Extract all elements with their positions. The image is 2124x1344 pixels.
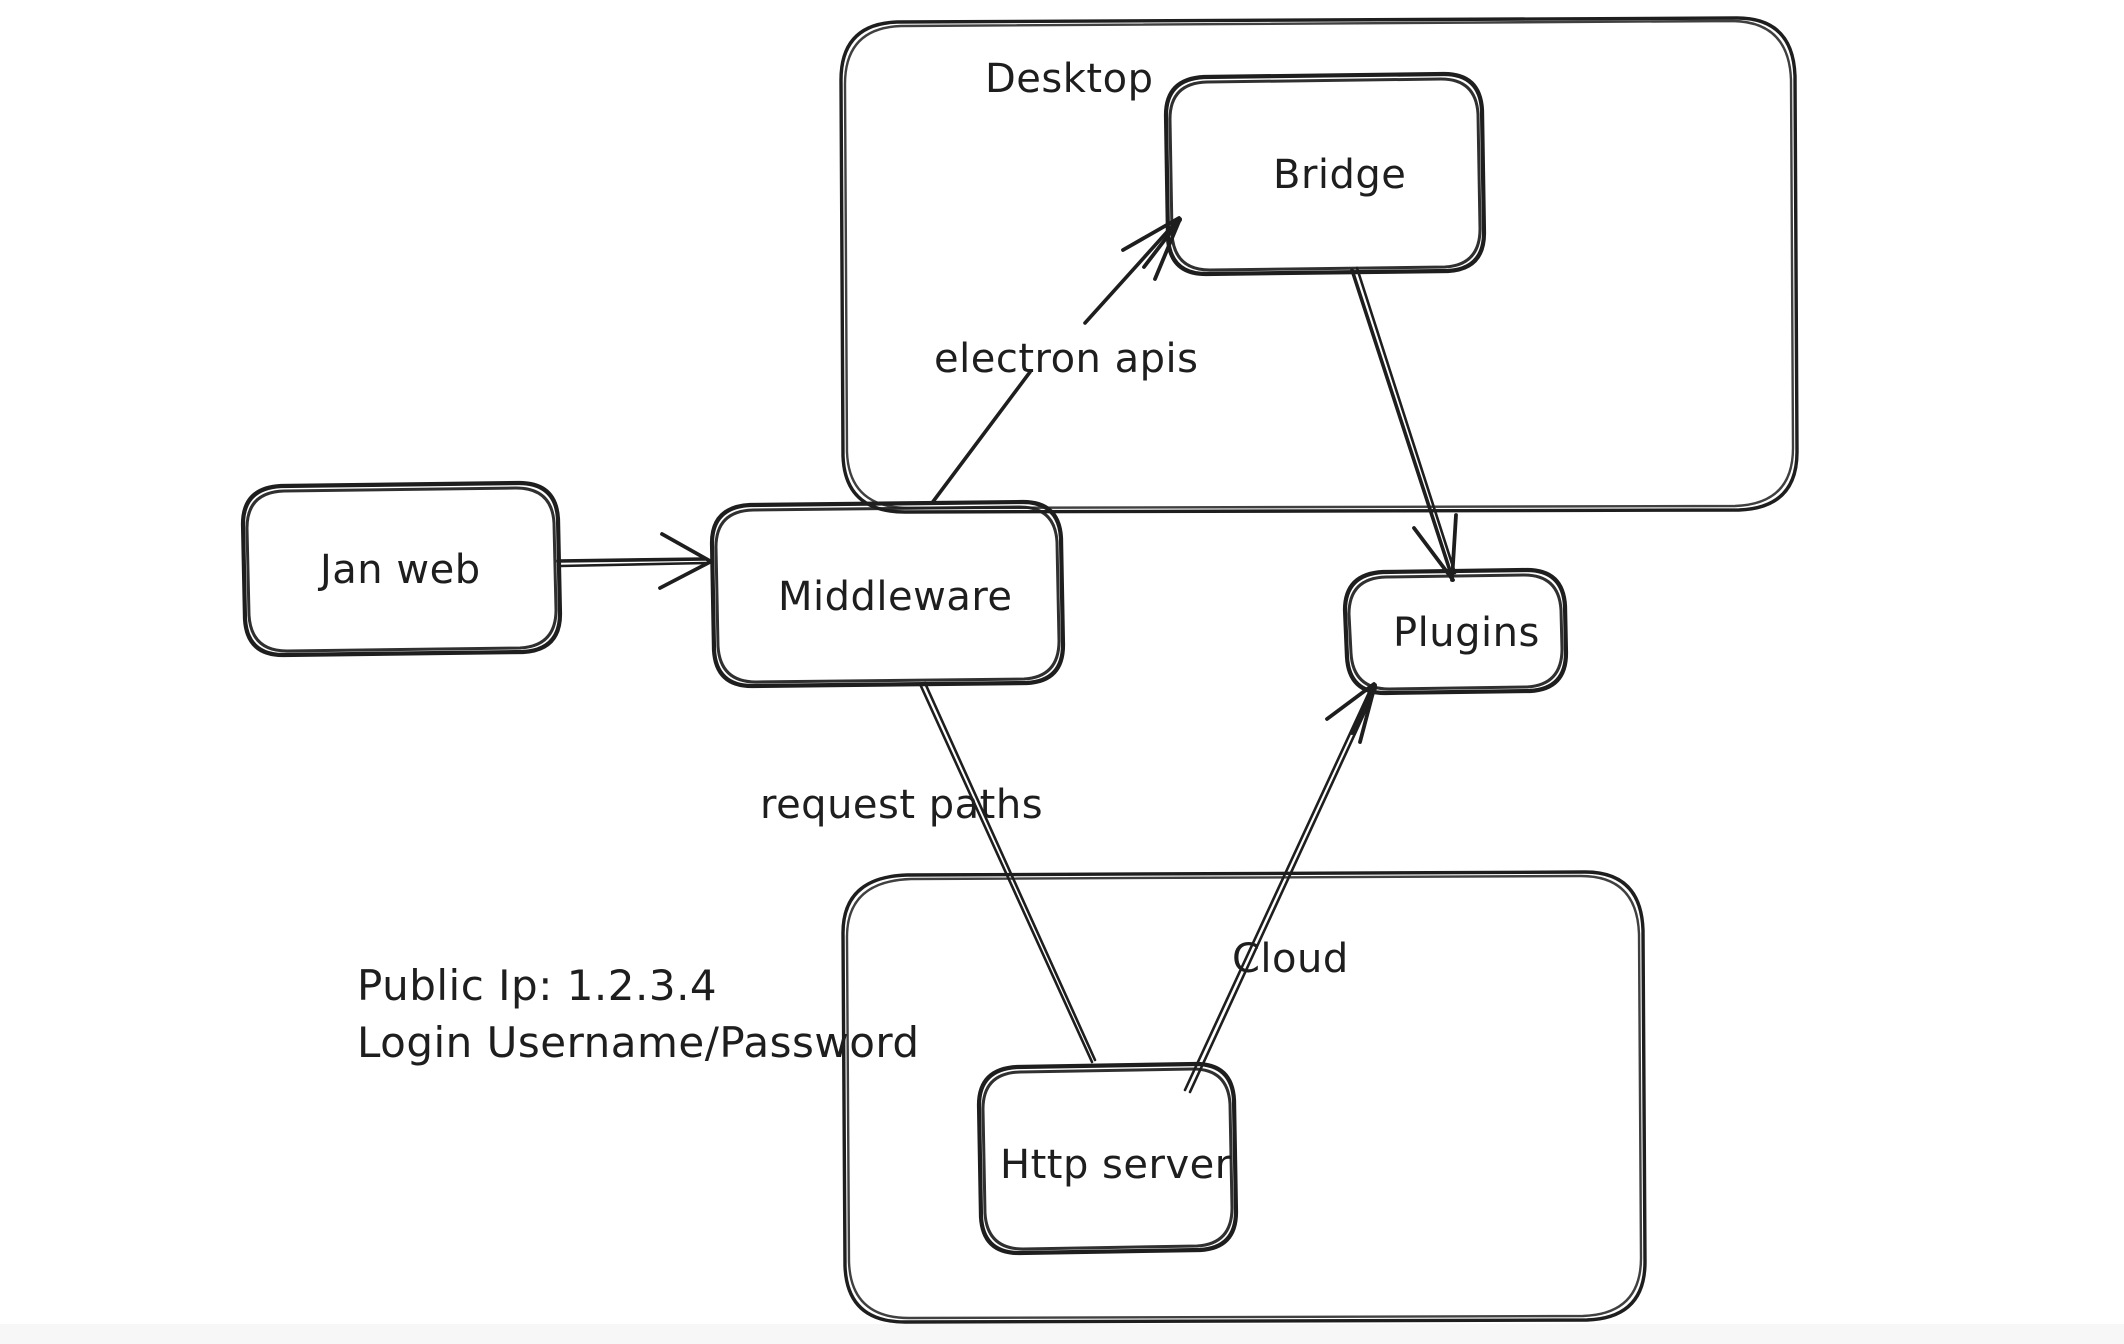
node-bridge[interactable]: Bridge [1163, 71, 1487, 277]
container-desktop[interactable]: Desktop [839, 16, 1799, 514]
node-plugins-label: Plugins [1393, 610, 1540, 656]
note-login: Login Username/Password [357, 1018, 920, 1067]
notes-block: Public Ip: 1.2.3.4 Login Username/Passwo… [357, 961, 920, 1067]
edge-label-electron-apis: electron apis [934, 336, 1198, 382]
node-bridge-label: Bridge [1273, 152, 1406, 198]
edge-label-cloud: Cloud [1232, 936, 1349, 982]
node-http-server-label: Http server [1000, 1142, 1232, 1188]
node-plugins[interactable]: Plugins [1342, 567, 1569, 696]
node-middleware-label: Middleware [778, 574, 1013, 620]
node-jan-web[interactable]: Jan web [240, 480, 563, 658]
note-public-ip: Public Ip: 1.2.3.4 [357, 961, 717, 1010]
edge-middleware-to-bridge[interactable]: electron apis [930, 216, 1198, 505]
edge-bridge-to-plugins[interactable] [1350, 266, 1458, 582]
edge-http-to-plugins[interactable]: Cloud [1183, 682, 1378, 1094]
edge-web-to-middleware[interactable] [556, 532, 712, 590]
node-http-server[interactable]: Http server [976, 1061, 1239, 1256]
node-jan-web-label: Jan web [317, 547, 481, 593]
node-middleware[interactable]: Middleware [709, 499, 1066, 689]
bottom-edge-band [0, 1324, 2124, 1344]
edge-middleware-to-http[interactable]: request paths [760, 681, 1097, 1064]
container-cloud[interactable] [841, 870, 1647, 1324]
edge-label-request-paths: request paths [760, 782, 1043, 828]
container-desktop-label: Desktop [985, 56, 1153, 102]
